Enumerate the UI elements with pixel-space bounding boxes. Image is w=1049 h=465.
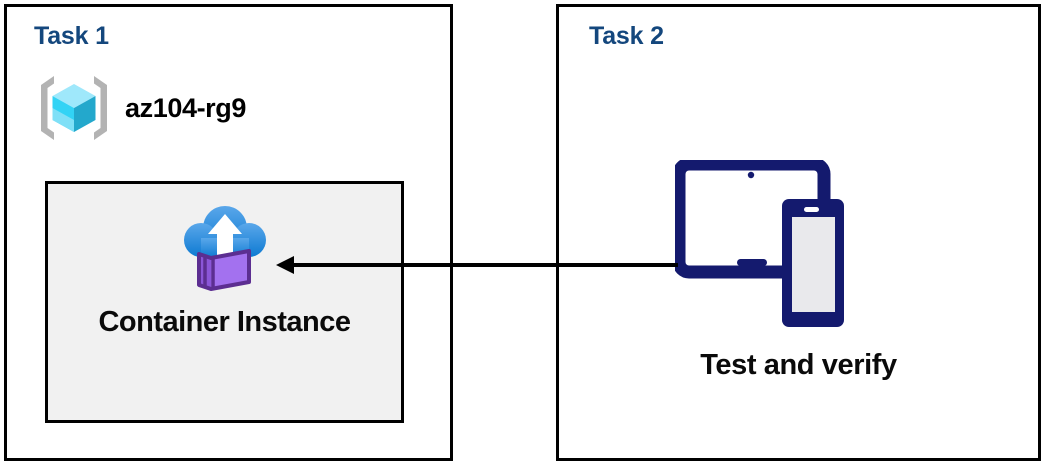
tablet-and-phone-icon [675,160,867,335]
task-1-panel: Task 1 az104-rg9 [4,4,453,461]
resource-group-row: az104-rg9 [37,71,246,145]
container-instance-icon [48,202,401,294]
task-1-title: Task 1 [34,22,109,50]
resource-group-label: az104-rg9 [125,92,246,123]
test-and-verify-label: Test and verify [700,349,897,381]
azure-resource-group-icon [37,71,111,145]
container-instance-label: Container Instance [98,306,351,338]
arrow-task2-to-container-instance [276,256,678,274]
task-2-title: Task 2 [589,22,664,50]
container-instance-card: Container Instance [45,181,404,423]
